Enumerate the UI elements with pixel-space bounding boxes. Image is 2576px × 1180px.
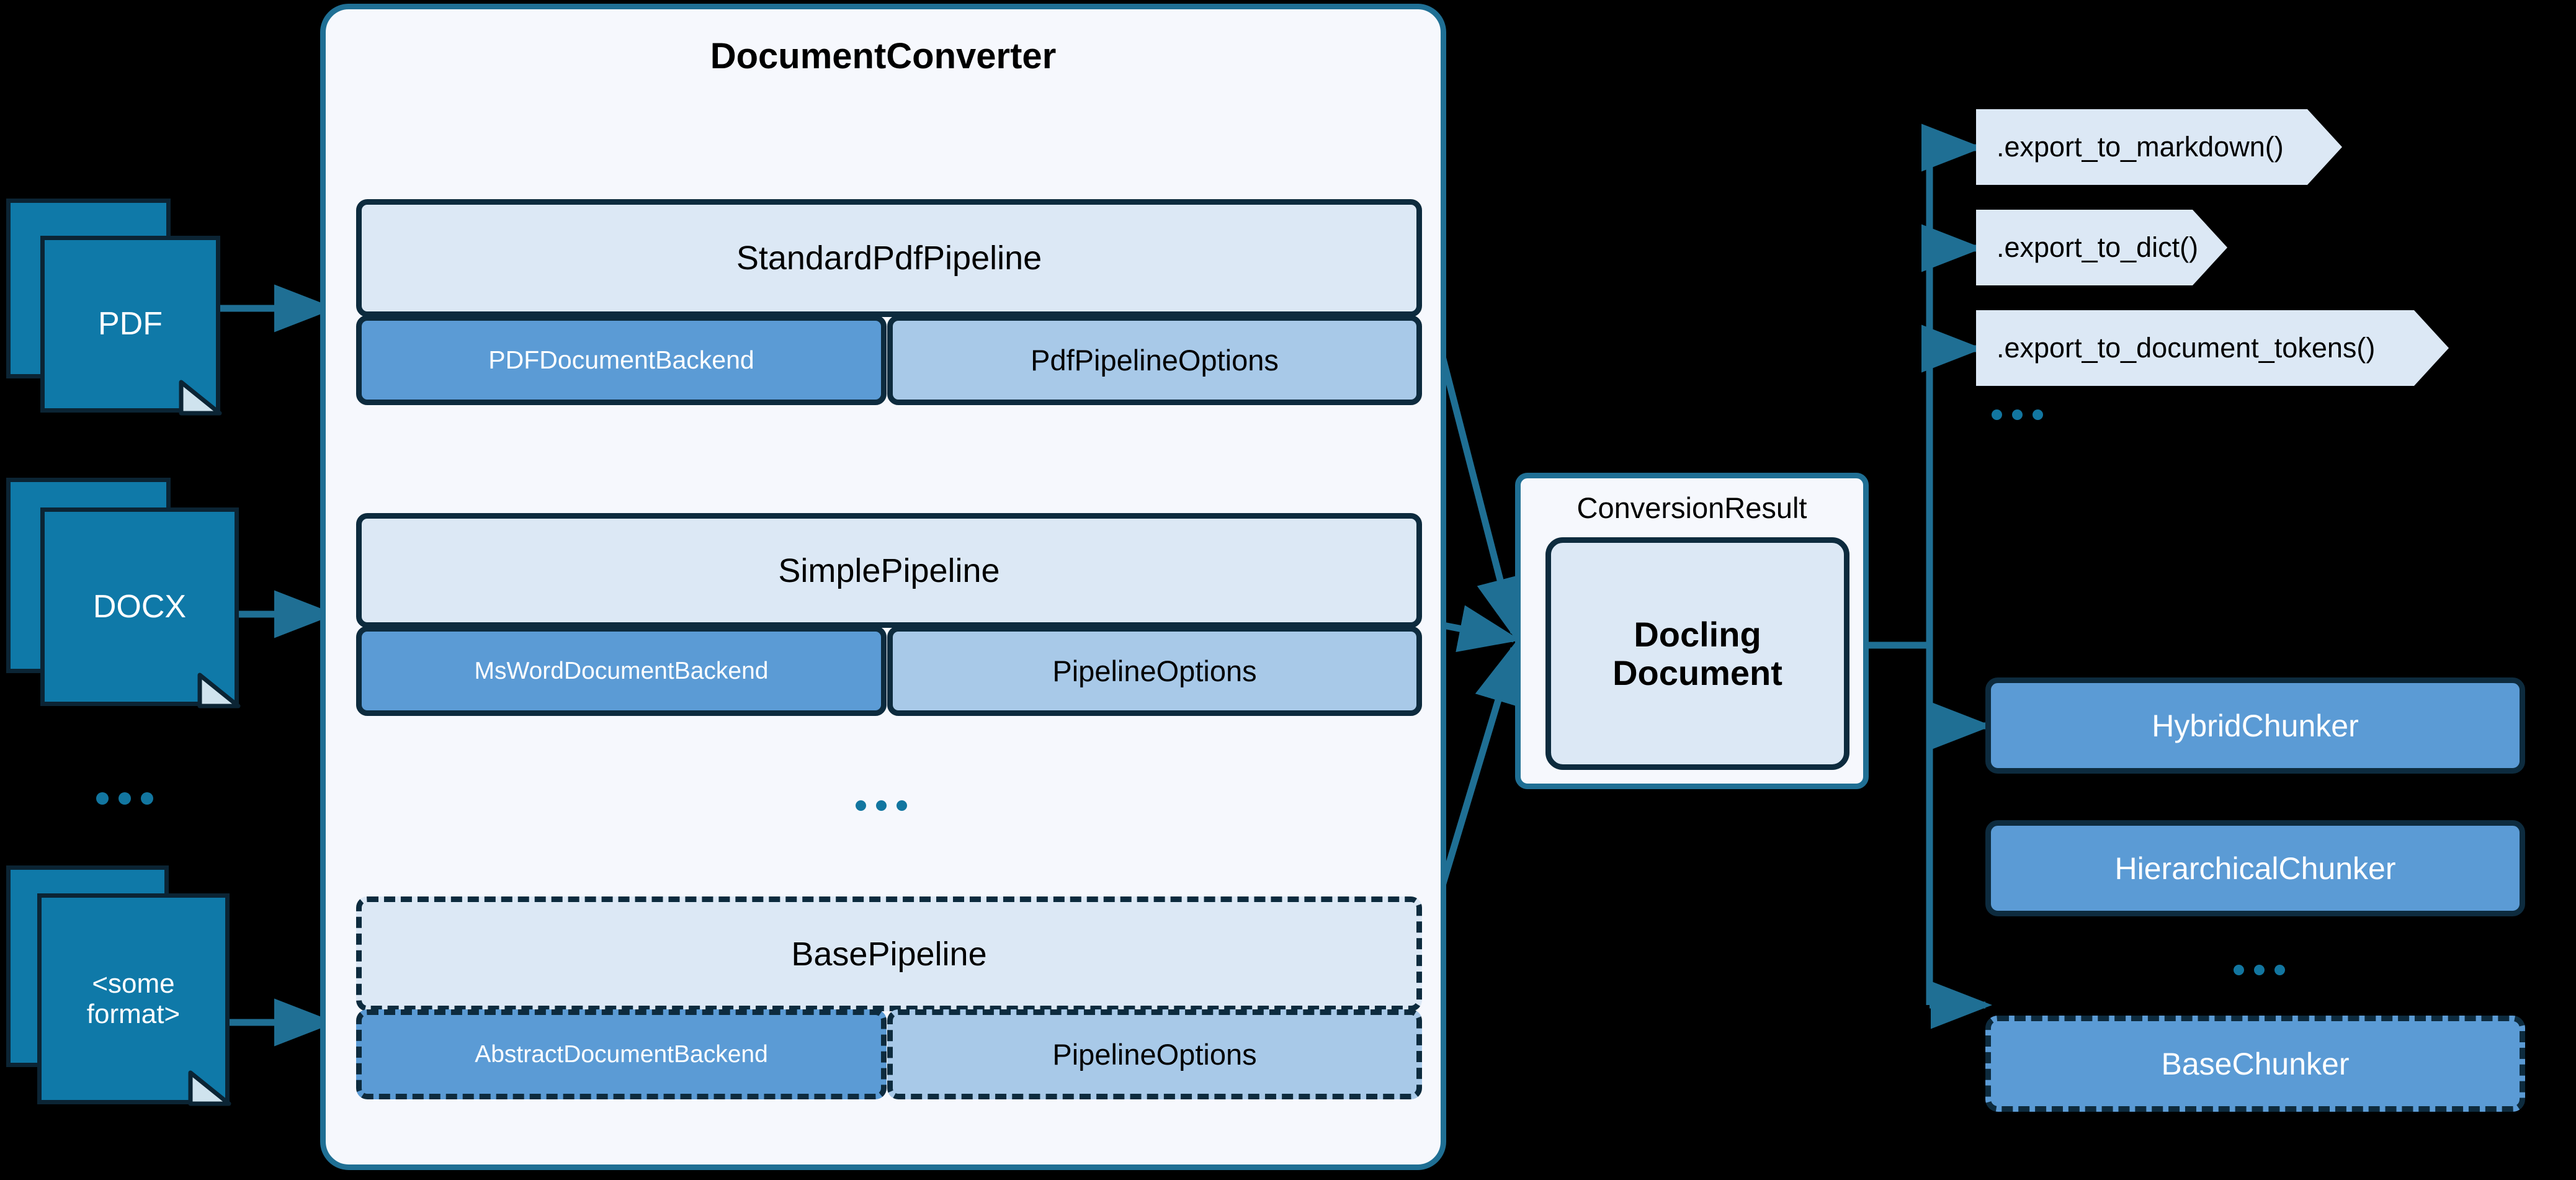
docling-line1: Docling [1634, 614, 1761, 654]
export-chevron-document-tokens[interactable]: .export_to_document_tokens() [1976, 310, 2449, 386]
pipeline-options-base[interactable]: PipelineOptions [887, 1009, 1422, 1099]
source-doc-other: <some format> [6, 865, 242, 1126]
pipeline-name: BasePipeline [791, 935, 987, 973]
options-name: PdfPipelineOptions [1031, 344, 1279, 377]
export-chevron-dict[interactable]: .export_to_dict() [1976, 210, 2227, 285]
docling-document-box[interactable]: Docling Document [1545, 537, 1849, 770]
backend-name: AbstractDocumentBackend [475, 1040, 768, 1068]
conversion-result-container: ConversionResult Docling Document [1515, 473, 1869, 789]
pipeline-backend-abstract[interactable]: AbstractDocumentBackend [356, 1009, 887, 1099]
page-title: DocumentConverter [710, 36, 1057, 76]
pipeline-backend-msword[interactable]: MsWordDocumentBackend [356, 626, 887, 716]
pipeline-header-base[interactable]: BasePipeline [356, 896, 1422, 1011]
doc-front-sheet: <some format> [37, 893, 230, 1104]
document-converter-container: DocumentConverter StandardPdfPipeline PD… [320, 4, 1446, 1170]
chunkers-ellipsis [2234, 965, 2285, 975]
chunker-hybrid[interactable]: HybridChunker [1985, 677, 2525, 774]
source-label-line1: <some [92, 968, 175, 999]
export-label: .export_to_document_tokens() [1997, 332, 2376, 364]
source-label-line2: format> [86, 999, 181, 1029]
chunker-label: HybridChunker [2152, 708, 2359, 743]
source-label: PDF [98, 306, 163, 342]
chunker-label: BaseChunker [2161, 1046, 2350, 1081]
options-name: PipelineOptions [1052, 1038, 1257, 1071]
export-label: .export_to_dict() [1997, 231, 2199, 263]
doc-front-sheet: PDF [40, 236, 220, 413]
pipeline-backend-pdf[interactable]: PDFDocumentBackend [356, 315, 887, 405]
chunker-hierarchical[interactable]: HierarchicalChunker [1985, 820, 2525, 916]
chunker-label: HierarchicalChunker [2114, 851, 2396, 886]
source-label: DOCX [92, 588, 187, 625]
pipeline-header-simple[interactable]: SimplePipeline [356, 513, 1422, 628]
doc-front-sheet: DOCX [40, 507, 239, 706]
backend-name: MsWordDocumentBackend [474, 657, 769, 684]
source-ellipsis [96, 792, 153, 805]
backend-name: PDFDocumentBackend [488, 346, 754, 374]
pipeline-options-simple[interactable]: PipelineOptions [887, 626, 1422, 716]
chunker-base[interactable]: BaseChunker [1985, 1016, 2525, 1112]
page-fold-icon [197, 673, 241, 708]
docling-line2: Document [1612, 653, 1782, 692]
source-doc-docx: DOCX [6, 478, 242, 726]
pipeline-name: StandardPdfPipeline [736, 239, 1042, 277]
export-label: .export_to_markdown() [1997, 131, 2284, 163]
pipeline-options-pdf[interactable]: PdfPipelineOptions [887, 315, 1422, 405]
options-name: PipelineOptions [1052, 655, 1257, 687]
source-doc-pdf: PDF [6, 199, 223, 416]
export-chevron-markdown[interactable]: .export_to_markdown() [1976, 109, 2342, 185]
page-fold-icon [179, 380, 222, 416]
pipeline-ellipsis [856, 800, 907, 811]
conversion-result-label: ConversionResult [1576, 491, 1807, 524]
pipeline-header-standardpdf[interactable]: StandardPdfPipeline [356, 199, 1422, 317]
exports-ellipsis [1992, 409, 2043, 420]
pipeline-name: SimplePipeline [778, 552, 1000, 589]
page-fold-icon [188, 1070, 231, 1106]
